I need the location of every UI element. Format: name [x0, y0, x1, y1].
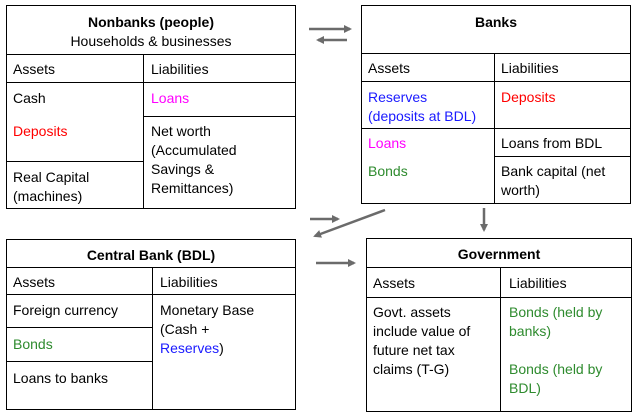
central-bank-reserves-text: Reserves [160, 340, 220, 356]
nonbanks-title: Nonbanks (people) [87, 14, 214, 30]
banks-liability-deposits: Deposits [501, 89, 556, 105]
central-bank-divider-row3 [6, 361, 152, 362]
government-divider-columns [500, 267, 501, 412]
central-bank-title: Central Bank (BDL) [86, 247, 216, 263]
banks-divider-rows [361, 81, 631, 82]
nonbanks-divider-row2 [143, 116, 296, 117]
banks-divider-row2 [361, 128, 631, 129]
nonbanks-subtitle: Households & businesses [70, 33, 232, 49]
nonbanks-liability-net-worth: Net worth (Accumulated Savings & Remitta… [151, 123, 237, 196]
nonbanks-liabilities-header: Liabilities [151, 61, 209, 77]
central-bank-monetary-base-text: Monetary Base (Cash + [160, 302, 255, 337]
nonbanks-asset-deposits: Deposits [13, 123, 68, 139]
banks-divider-header [361, 53, 631, 54]
banks-asset-loans: Loans [368, 135, 407, 151]
banks-assets-header: Assets [368, 60, 411, 76]
central-bank-asset-loans-to-banks: Loans to banks [13, 370, 108, 386]
central-bank-asset-foreign-currency: Foreign currency [13, 302, 119, 318]
central-bank-assets-header: Assets [13, 274, 56, 290]
central-bank-asset-bonds: Bonds [13, 336, 53, 352]
government-box [366, 238, 632, 412]
nonbanks-assets-header: Assets [13, 61, 56, 77]
banks-divider-row3 [494, 156, 631, 157]
central-bank-close-paren: ) [219, 340, 224, 356]
banks-asset-bonds: Bonds [368, 163, 408, 179]
central-bank-box [6, 239, 296, 410]
nonbanks-box [6, 5, 296, 209]
government-divider-header [366, 267, 632, 268]
government-liability-bonds-bdl: Bonds (held by BDL) [509, 361, 603, 396]
central-bank-liabilities-header: Liabilities [160, 274, 218, 290]
banks-title: Banks [474, 14, 518, 30]
banks-liability-bank-capital: Bank capital (net worth) [501, 163, 606, 198]
nonbanks-divider-rows [6, 82, 296, 83]
banks-box [361, 5, 631, 204]
banks-asset-reserves: Reserves (deposits at BDL) [368, 89, 477, 124]
central-bank-divider-rows [6, 294, 296, 295]
government-liability-bonds-banks: Bonds (held by banks) [509, 304, 603, 339]
nonbanks-liability-loans: Loans [151, 90, 190, 106]
government-liabilities-header: Liabilities [509, 275, 567, 291]
nonbanks-divider-header [6, 54, 296, 55]
nonbanks-asset-real-capital: Real Capital (machines) [13, 169, 90, 204]
central-bank-divider-header [6, 267, 296, 268]
central-bank-divider-columns [152, 267, 153, 410]
central-bank-liability-monetary-base: Monetary Base (Cash + Reserves) [160, 301, 254, 358]
nonbanks-asset-cash: Cash [13, 90, 46, 106]
banks-liability-loans-from-bdl: Loans from BDL [501, 135, 603, 151]
banks-liabilities-header: Liabilities [501, 60, 559, 76]
nonbanks-divider-row3 [6, 161, 143, 162]
government-divider-rows [366, 297, 632, 298]
government-assets-description: Govt. assets include value of future net… [373, 304, 471, 377]
central-bank-divider-row2 [6, 327, 152, 328]
arrow-banks-to-central-bank [313, 208, 386, 238]
government-assets-header: Assets [373, 275, 416, 291]
government-title: Government [457, 246, 541, 262]
nonbanks-divider-columns [143, 54, 144, 209]
